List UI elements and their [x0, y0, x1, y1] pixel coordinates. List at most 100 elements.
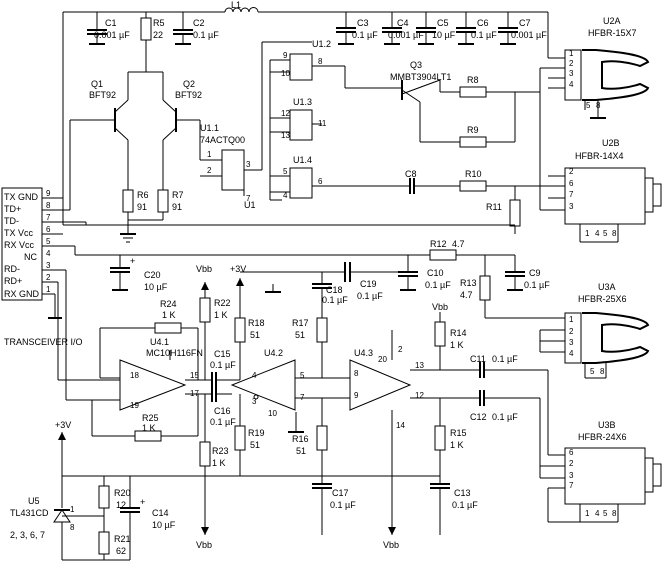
r22-ref: R22: [214, 298, 231, 308]
svg-text:5: 5: [283, 167, 288, 176]
pin-label-rd-plus: RD+: [4, 276, 22, 286]
svg-text:5: 5: [603, 509, 608, 518]
amp-u4-3: [322, 330, 480, 535]
pin-label-td-plus: TD+: [4, 204, 21, 214]
transistor-q3: [401, 79, 441, 142]
c2-ref: C2: [193, 18, 205, 28]
r5-ref: R5: [153, 18, 165, 28]
c15-val: 0.1 µF: [210, 360, 236, 370]
svg-text:4: 4: [283, 191, 288, 200]
svg-text:6: 6: [318, 177, 323, 186]
pin-label-tx-gnd: TX GND: [4, 192, 39, 202]
r24-ref: R24: [160, 299, 177, 309]
r15-ref: R15: [450, 428, 467, 438]
c16-val: 0.1 µF: [210, 417, 236, 427]
caps-c3-c7: [336, 12, 518, 45]
vbb-label-top: Vbb: [196, 264, 212, 274]
svg-text:19: 19: [130, 401, 139, 410]
transceiver-caption: TRANSCEIVER I/O: [4, 337, 83, 347]
u1-type-label: 74ACTQ00: [200, 135, 245, 145]
r25-ref: R25: [142, 413, 159, 423]
svg-text:8: 8: [354, 369, 359, 378]
svg-text:6: 6: [569, 448, 574, 457]
u5-pins: 2, 3, 6, 7: [10, 530, 45, 540]
r18-ref: R18: [248, 318, 265, 328]
svg-text:4: 4: [569, 80, 574, 89]
r23-val: 1 K: [212, 458, 226, 468]
c18-val: 0.1 µF: [322, 295, 348, 305]
c5-val: 10 µF: [432, 30, 456, 40]
c3-ref: C3: [357, 18, 369, 28]
svg-text:8: 8: [46, 201, 51, 210]
svg-text:6: 6: [46, 225, 51, 234]
connector-u3a: [540, 312, 650, 379]
svg-text:13: 13: [281, 131, 290, 140]
bias-resistors: [199, 297, 446, 535]
svg-text:2: 2: [569, 327, 574, 336]
svg-text:9: 9: [283, 51, 288, 60]
svg-text:8: 8: [70, 523, 75, 532]
r20-ref: R20: [114, 488, 131, 498]
connector-u2b: [540, 167, 662, 243]
c1-val: 0.001 µF: [94, 30, 130, 40]
transistor-q2: [162, 72, 200, 190]
u2b-val: HFBR-14X4: [575, 151, 624, 161]
top-supply-rail: [62, 7, 549, 225]
resistors-r6-r7: [120, 189, 169, 243]
u5-val: TL431CD: [10, 508, 49, 518]
c17-ref: C17: [332, 488, 349, 498]
bottom-rail: [58, 432, 450, 535]
u1-1-label: U1.1: [200, 123, 219, 133]
c16-ref: C16: [214, 406, 231, 416]
connector-u3b: [540, 447, 662, 523]
r21-ref: R21: [114, 534, 131, 544]
c10-val: 0.1 µF: [425, 280, 451, 290]
c13-ref: C13: [454, 488, 471, 498]
c12-ref: C12: [470, 412, 487, 422]
svg-text:8: 8: [318, 57, 323, 66]
svg-text:7: 7: [46, 213, 51, 222]
u5-ref: U5: [28, 496, 40, 506]
svg-text:3: 3: [569, 338, 574, 347]
r21-val: 62: [116, 546, 126, 556]
q2-ref: Q2: [183, 79, 195, 89]
cap-c20: [110, 255, 130, 291]
svg-text:3: 3: [252, 397, 257, 406]
c1-ref: C1: [105, 18, 117, 28]
r11-ref: R11: [486, 202, 502, 212]
vbb-label-r14: Vbb: [432, 302, 448, 312]
svg-text:1: 1: [207, 150, 212, 159]
svg-text:7: 7: [300, 393, 305, 402]
svg-text:1: 1: [585, 509, 590, 518]
svg-text:5: 5: [590, 367, 595, 376]
svg-text:8: 8: [612, 509, 617, 518]
v3-label-top: +3V: [230, 264, 246, 274]
svg-text:1: 1: [569, 315, 574, 324]
r19-ref: R19: [248, 428, 265, 438]
q3-val: MMBT3904LT1: [390, 72, 451, 82]
u2a-val: HFBR-15X7: [588, 28, 637, 38]
svg-text:9: 9: [354, 391, 359, 400]
c12-val: 0.1 µF: [492, 412, 518, 422]
svg-text:2: 2: [207, 166, 212, 175]
r20-val: 12: [116, 500, 126, 510]
u1-4-label: U1.4: [293, 155, 312, 165]
u4-2-label: U4.2: [264, 348, 283, 358]
transceiver-wiring: [42, 119, 515, 401]
gate-u1-3: [270, 109, 322, 141]
gate-wiring: [261, 41, 402, 201]
svg-text:3: 3: [46, 261, 51, 270]
resistors-r8-r11: [402, 86, 548, 234]
c15-ref: C15: [214, 349, 231, 359]
svg-text:5: 5: [603, 229, 608, 238]
c17-val: 0.1 µF: [330, 500, 356, 510]
r17-ref: R17: [292, 318, 309, 328]
c18-ref: C18: [326, 285, 343, 295]
caps-c10-c9-c19-c18: [240, 255, 525, 300]
svg-text:5: 5: [300, 371, 305, 380]
svg-text:1: 1: [46, 285, 51, 294]
svg-text:8: 8: [612, 229, 617, 238]
amp-u4-2: [230, 359, 322, 411]
c13-val: 0.1 µF: [452, 500, 478, 510]
r23-ref: R23: [212, 446, 229, 456]
